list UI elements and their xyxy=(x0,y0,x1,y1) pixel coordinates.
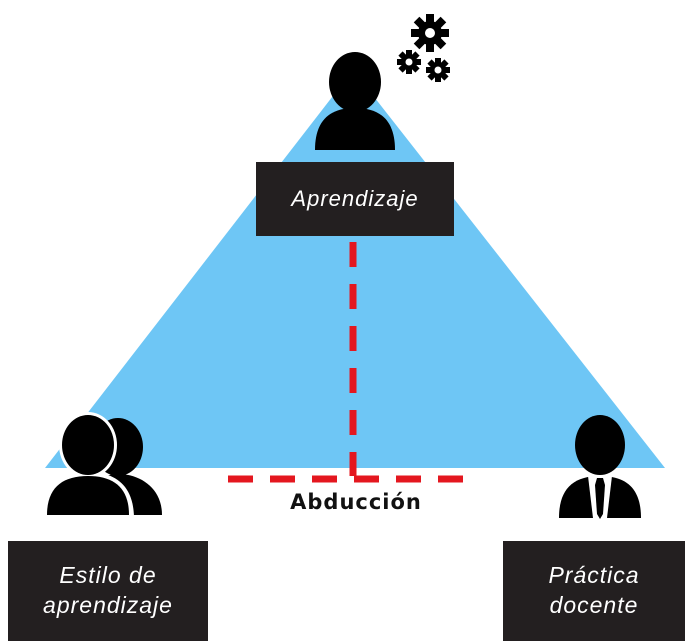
teacher-businessman-icon xyxy=(559,415,641,519)
gear-large-icon xyxy=(411,14,449,52)
label-practica-docente: Práctica docente xyxy=(503,541,685,641)
person-icon xyxy=(315,52,395,150)
label-estilo-de-aprendizaje: Estilo de aprendizaje xyxy=(8,541,208,641)
label-estilo-line2: aprendizaje xyxy=(43,592,173,618)
label-aprendizaje: Aprendizaje xyxy=(256,162,454,236)
label-practica-line1: Práctica xyxy=(548,562,640,589)
label-aprendizaje-text: Aprendizaje xyxy=(291,185,419,211)
label-estilo-line1: Estilo de xyxy=(59,562,157,589)
group-of-people-icon xyxy=(42,412,162,519)
learner-with-gears-icon xyxy=(315,14,450,150)
gear-small-right-icon xyxy=(426,58,450,82)
gear-small-left-icon xyxy=(397,50,421,74)
label-practica-line2: docente xyxy=(549,592,639,618)
label-abduccion: Abducción xyxy=(290,490,422,514)
learning-triangle xyxy=(45,70,665,468)
